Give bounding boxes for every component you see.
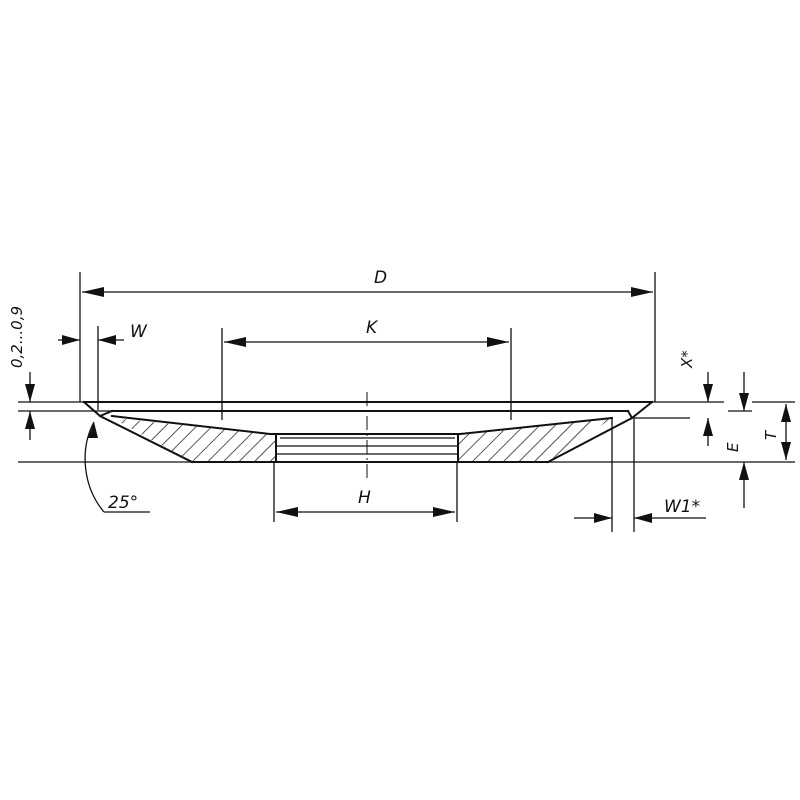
right-section-hatch [458, 418, 612, 462]
dimension-e-label: E [724, 442, 742, 452]
left-section-hatch [112, 418, 276, 462]
dimension-k-label: K [366, 318, 379, 338]
dimension-w-label: W [130, 322, 148, 342]
dimension-d: D [79, 268, 656, 402]
dimension-w1-label: W1* [664, 497, 700, 517]
dimension-x-label: X* [678, 350, 696, 369]
dimension-clearance: 0,2...0,9 [8, 306, 192, 463]
dimension-angle: 25° [84, 421, 150, 513]
dimension-k: K [221, 318, 512, 420]
angle-label: 25° [108, 493, 138, 513]
dimension-e: E [548, 372, 752, 508]
wheel-body [82, 392, 654, 478]
dimension-w1: W1* [574, 418, 706, 532]
dimension-w: W [58, 322, 148, 410]
dimension-t-label: T [762, 429, 780, 440]
dimension-h: H [273, 462, 458, 522]
dimension-t: T [752, 401, 795, 463]
clearance-label: 0,2...0,9 [8, 306, 26, 368]
dimension-x: X* [634, 350, 724, 446]
dimension-d-label: D [374, 268, 387, 288]
dimension-h-label: H [358, 488, 371, 508]
